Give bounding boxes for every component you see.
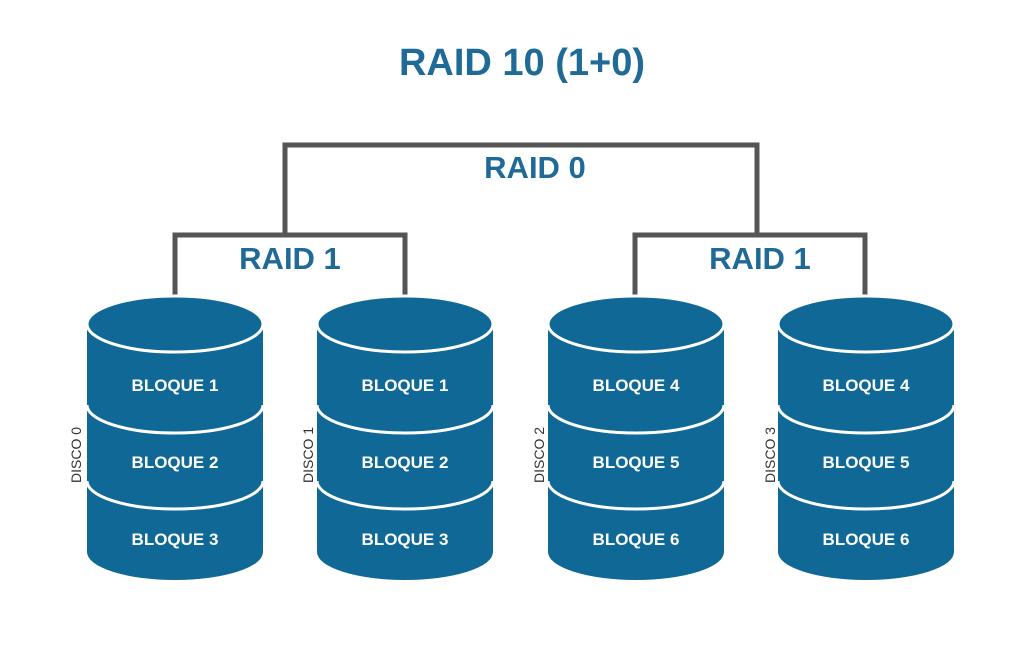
cylinder-separator [315, 480, 495, 511]
block-label: BLOQUE 2 [132, 453, 219, 472]
cylinder-top [776, 294, 956, 354]
cylinder-body [317, 324, 493, 580]
diagram-title: RAID 10 (1+0) [399, 42, 645, 84]
raid0-label: RAID 0 [484, 150, 586, 185]
block-label: BLOQUE 4 [823, 376, 910, 395]
block-label: BLOQUE 5 [593, 453, 680, 472]
cylinder-separator [85, 404, 265, 435]
disk-name-2: DISCO 2 [531, 427, 547, 483]
cylinder-top [315, 294, 495, 354]
cylinder-body [548, 324, 724, 580]
cylinder-separator [315, 404, 495, 435]
raid1-label-right: RAID 1 [709, 241, 811, 276]
cylinder-top [85, 294, 265, 354]
block-label: BLOQUE 3 [132, 530, 219, 549]
cylinder-body [778, 324, 954, 580]
block-label: BLOQUE 1 [132, 376, 219, 395]
raid0-connector [282, 142, 760, 235]
disk-cylinder-0 [85, 294, 265, 580]
block-label: BLOQUE 5 [823, 453, 910, 472]
raid1-left-connector [172, 232, 408, 297]
cylinder-separator [776, 404, 956, 435]
cylinder-separator [546, 404, 726, 435]
disk-cylinder-2 [546, 294, 726, 580]
disk-name-1: DISCO 1 [300, 427, 316, 483]
block-label: BLOQUE 2 [362, 453, 449, 472]
raid1-right-connector [632, 232, 868, 297]
cylinder-body [87, 324, 263, 580]
block-label: BLOQUE 6 [593, 530, 680, 549]
disk-cylinder-3 [776, 294, 956, 580]
raid1-label-left: RAID 1 [239, 241, 341, 276]
disk-name-3: DISCO 3 [762, 427, 778, 483]
block-label: BLOQUE 6 [823, 530, 910, 549]
connector-lines [172, 142, 868, 297]
block-label: BLOQUE 4 [593, 376, 680, 395]
block-label: BLOQUE 1 [362, 376, 449, 395]
cylinder-separator [85, 480, 265, 511]
cylinder-separator [776, 480, 956, 511]
cylinder-separator [546, 480, 726, 511]
cylinder-top [546, 294, 726, 354]
disk-cylinder-1 [315, 294, 495, 580]
block-label: BLOQUE 3 [362, 530, 449, 549]
disk-name-0: DISCO 0 [68, 427, 84, 483]
